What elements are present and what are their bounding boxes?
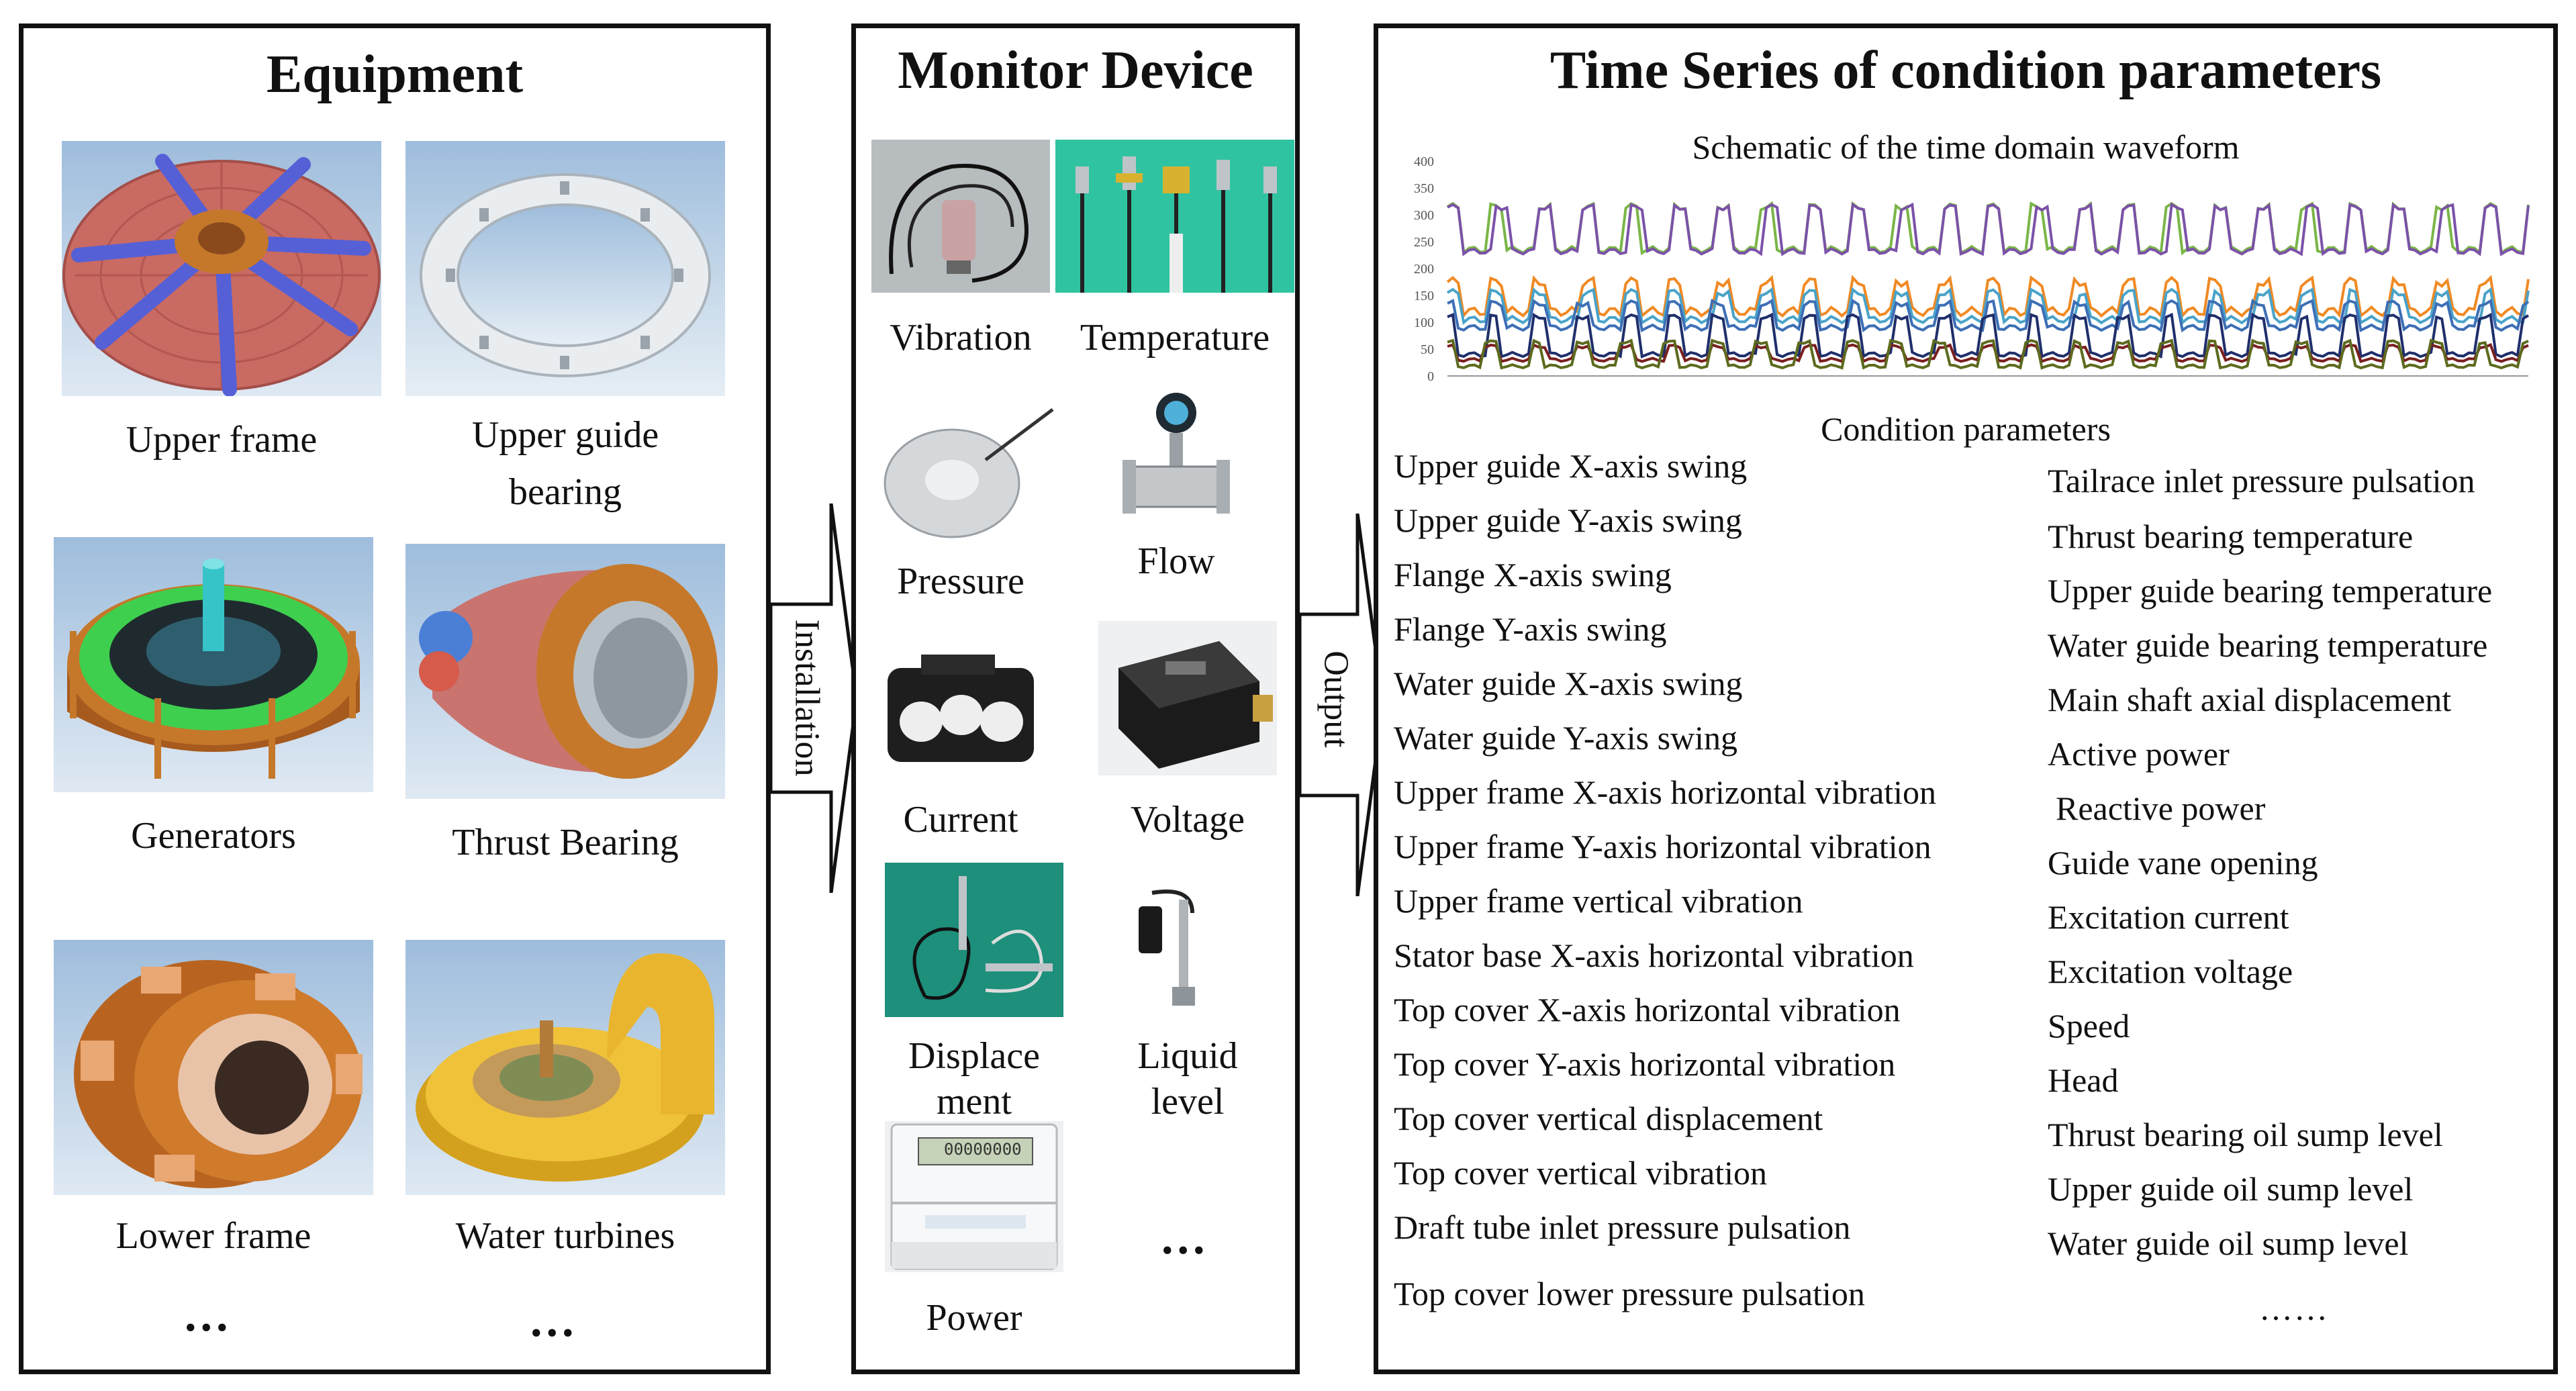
param-left-item: Water guide X-axis swing [1394, 665, 1743, 702]
param-left-item: Stator base X-axis horizontal vibration [1394, 937, 1914, 974]
waveform-y-tick: 0 [1427, 369, 1434, 384]
upper-frame-image [62, 141, 381, 396]
vibration-sensor-image [871, 140, 1050, 293]
lower-frame-image [54, 940, 373, 1195]
param-right-item: Water guide oil sump level [2048, 1225, 2409, 1262]
installation-arrow-label: Installation [788, 619, 826, 777]
power-meter-image: 00000000 [885, 1121, 1063, 1272]
waveform-y-tick: 350 [1414, 181, 1434, 196]
waveform-series-orange [1446, 275, 2530, 319]
waveform-title: Schematic of the time domain waveform [1692, 128, 2240, 166]
upper-guide-bearing-image [406, 141, 725, 396]
param-right-item: Thrust bearing oil sump level [2048, 1116, 2443, 1153]
temperature-sensor-image [1055, 140, 1294, 293]
param-left-item: Flange X-axis swing [1394, 556, 1672, 593]
water-turbines-image [406, 940, 725, 1195]
waveform-y-tick: 400 [1414, 154, 1434, 169]
param-right-item: Head [2048, 1061, 2119, 1099]
waveform-y-tick: 150 [1414, 289, 1434, 303]
param-left-item: Upper frame X-axis horizontal vibration [1394, 773, 1937, 811]
monitor-label-power: Power [926, 1297, 1022, 1339]
monitor-label-liquid-level-l1: Liquid [1137, 1035, 1238, 1077]
liquid-level-sensor-image [1125, 873, 1212, 1007]
param-left-item: Upper guide Y-axis swing [1394, 501, 1742, 539]
monitor-label-vibration: Vibration [890, 317, 1032, 358]
param-left-item: Top cover vertical displacement [1394, 1100, 1823, 1137]
power-meter-display: 00000000 [944, 1140, 1022, 1159]
param-left-item: Draft tube inlet pressure pulsation [1394, 1208, 1851, 1246]
equipment-label-thrust-bearing: Thrust Bearing [452, 822, 679, 863]
param-right-item: Excitation voltage [2048, 953, 2293, 990]
equipment-label-upper-guide-bearing-l2: bearing [509, 471, 622, 513]
waveform-series-navy [1447, 312, 2530, 359]
waveform-footer: Condition parameters [1821, 410, 2111, 448]
param-right-item: Excitation current [2048, 898, 2289, 936]
param-left-item: Top cover X-axis horizontal vibration [1394, 991, 1901, 1028]
waveform-series-blue [1447, 298, 2530, 333]
equipment-label-upper-frame: Upper frame [126, 419, 318, 461]
equipment-label-water-turbines: Water turbines [455, 1215, 675, 1257]
waveform-y-tick: 250 [1414, 235, 1434, 250]
waveform-y-tick: 50 [1421, 342, 1434, 357]
param-right-item: Upper guide bearing temperature [2048, 572, 2493, 610]
param-right-item: Thrust bearing temperature [2048, 518, 2414, 555]
voltage-sensor-image [1098, 621, 1277, 775]
waveform-series-purple [1447, 202, 2530, 256]
param-right-item: Speed [2048, 1007, 2130, 1045]
equipment-label-lower-frame: Lower frame [115, 1215, 312, 1257]
param-right-item: Guide vane opening [2048, 844, 2318, 881]
param-left-item: Flange Y-axis swing [1394, 610, 1667, 648]
waveform-chart: Schematic of the time domain waveform 40… [1387, 128, 2544, 410]
param-right-item: Active power [2048, 735, 2230, 773]
monitor-label-liquid-level-l2: level [1151, 1081, 1225, 1122]
monitor-label-displacement-l2: ment [937, 1081, 1012, 1122]
param-right-item: Water guide bearing temperature [2048, 626, 2488, 664]
monitor-label-flow: Flow [1137, 540, 1215, 582]
waveform-series-darkred [1447, 342, 2529, 363]
monitor-label-voltage: Voltage [1130, 799, 1245, 841]
thrust-bearing-image [406, 544, 725, 799]
monitor-label-pressure: Pressure [897, 561, 1024, 602]
param-left-item: Upper frame vertical vibration [1394, 882, 1803, 920]
param-right-item: Upper guide oil sump level [2048, 1170, 2414, 1208]
param-right-item: Main shaft axial displacement [2048, 681, 2452, 718]
waveform-series-cyan [1446, 287, 2530, 326]
param-left-item: Top cover lower pressure pulsation [1394, 1275, 1865, 1312]
param-left-item: Water guide Y-axis swing [1394, 719, 1738, 757]
waveform-y-tick: 200 [1414, 262, 1434, 277]
equipment-more-left: ... [185, 1290, 232, 1341]
time-series-title: Time Series of condition parameters [1549, 41, 2382, 100]
monitor-device-title: Monitor Device [898, 41, 1253, 100]
waveform-y-tick: 100 [1414, 316, 1434, 330]
params-more: …… [2259, 1290, 2329, 1327]
param-left-item: Upper guide X-axis swing [1394, 447, 1748, 485]
installation-arrow [771, 503, 857, 893]
pressure-sensor-image [871, 396, 1066, 550]
current-sensor-image [881, 648, 1041, 775]
monitor-label-current: Current [903, 799, 1018, 841]
flow-sensor-image [1123, 386, 1230, 527]
param-right-item: Tailrace inlet pressure pulsation [2048, 462, 2475, 499]
param-left-item: Top cover vertical vibration [1394, 1154, 1768, 1192]
param-left-item: Top cover Y-axis horizontal vibration [1394, 1045, 1896, 1083]
equipment-label-generators: Generators [131, 815, 296, 857]
output-arrow-label: Output [1317, 651, 1355, 748]
monitor-label-displacement-l1: Displace [908, 1035, 1040, 1077]
param-left-item: Upper frame Y-axis horizontal vibration [1394, 828, 1931, 865]
output-arrow [1300, 514, 1383, 896]
waveform-plot: 400 350 300 250 200 150 100 50 0 [1414, 154, 2530, 384]
equipment-title: Equipment [266, 45, 524, 104]
waveform-y-tick: 300 [1414, 208, 1434, 223]
displacement-sensor-image [885, 863, 1063, 1017]
param-right-item: Reactive power [2056, 789, 2266, 827]
waveform-series-olive [1447, 338, 2529, 370]
generators-image [54, 537, 373, 792]
monitor-label-temperature: Temperature [1080, 317, 1270, 358]
monitor-more: ... [1161, 1212, 1209, 1264]
equipment-label-upper-guide-bearing-l1: Upper guide [471, 414, 659, 456]
equipment-more-right: ... [530, 1295, 578, 1347]
